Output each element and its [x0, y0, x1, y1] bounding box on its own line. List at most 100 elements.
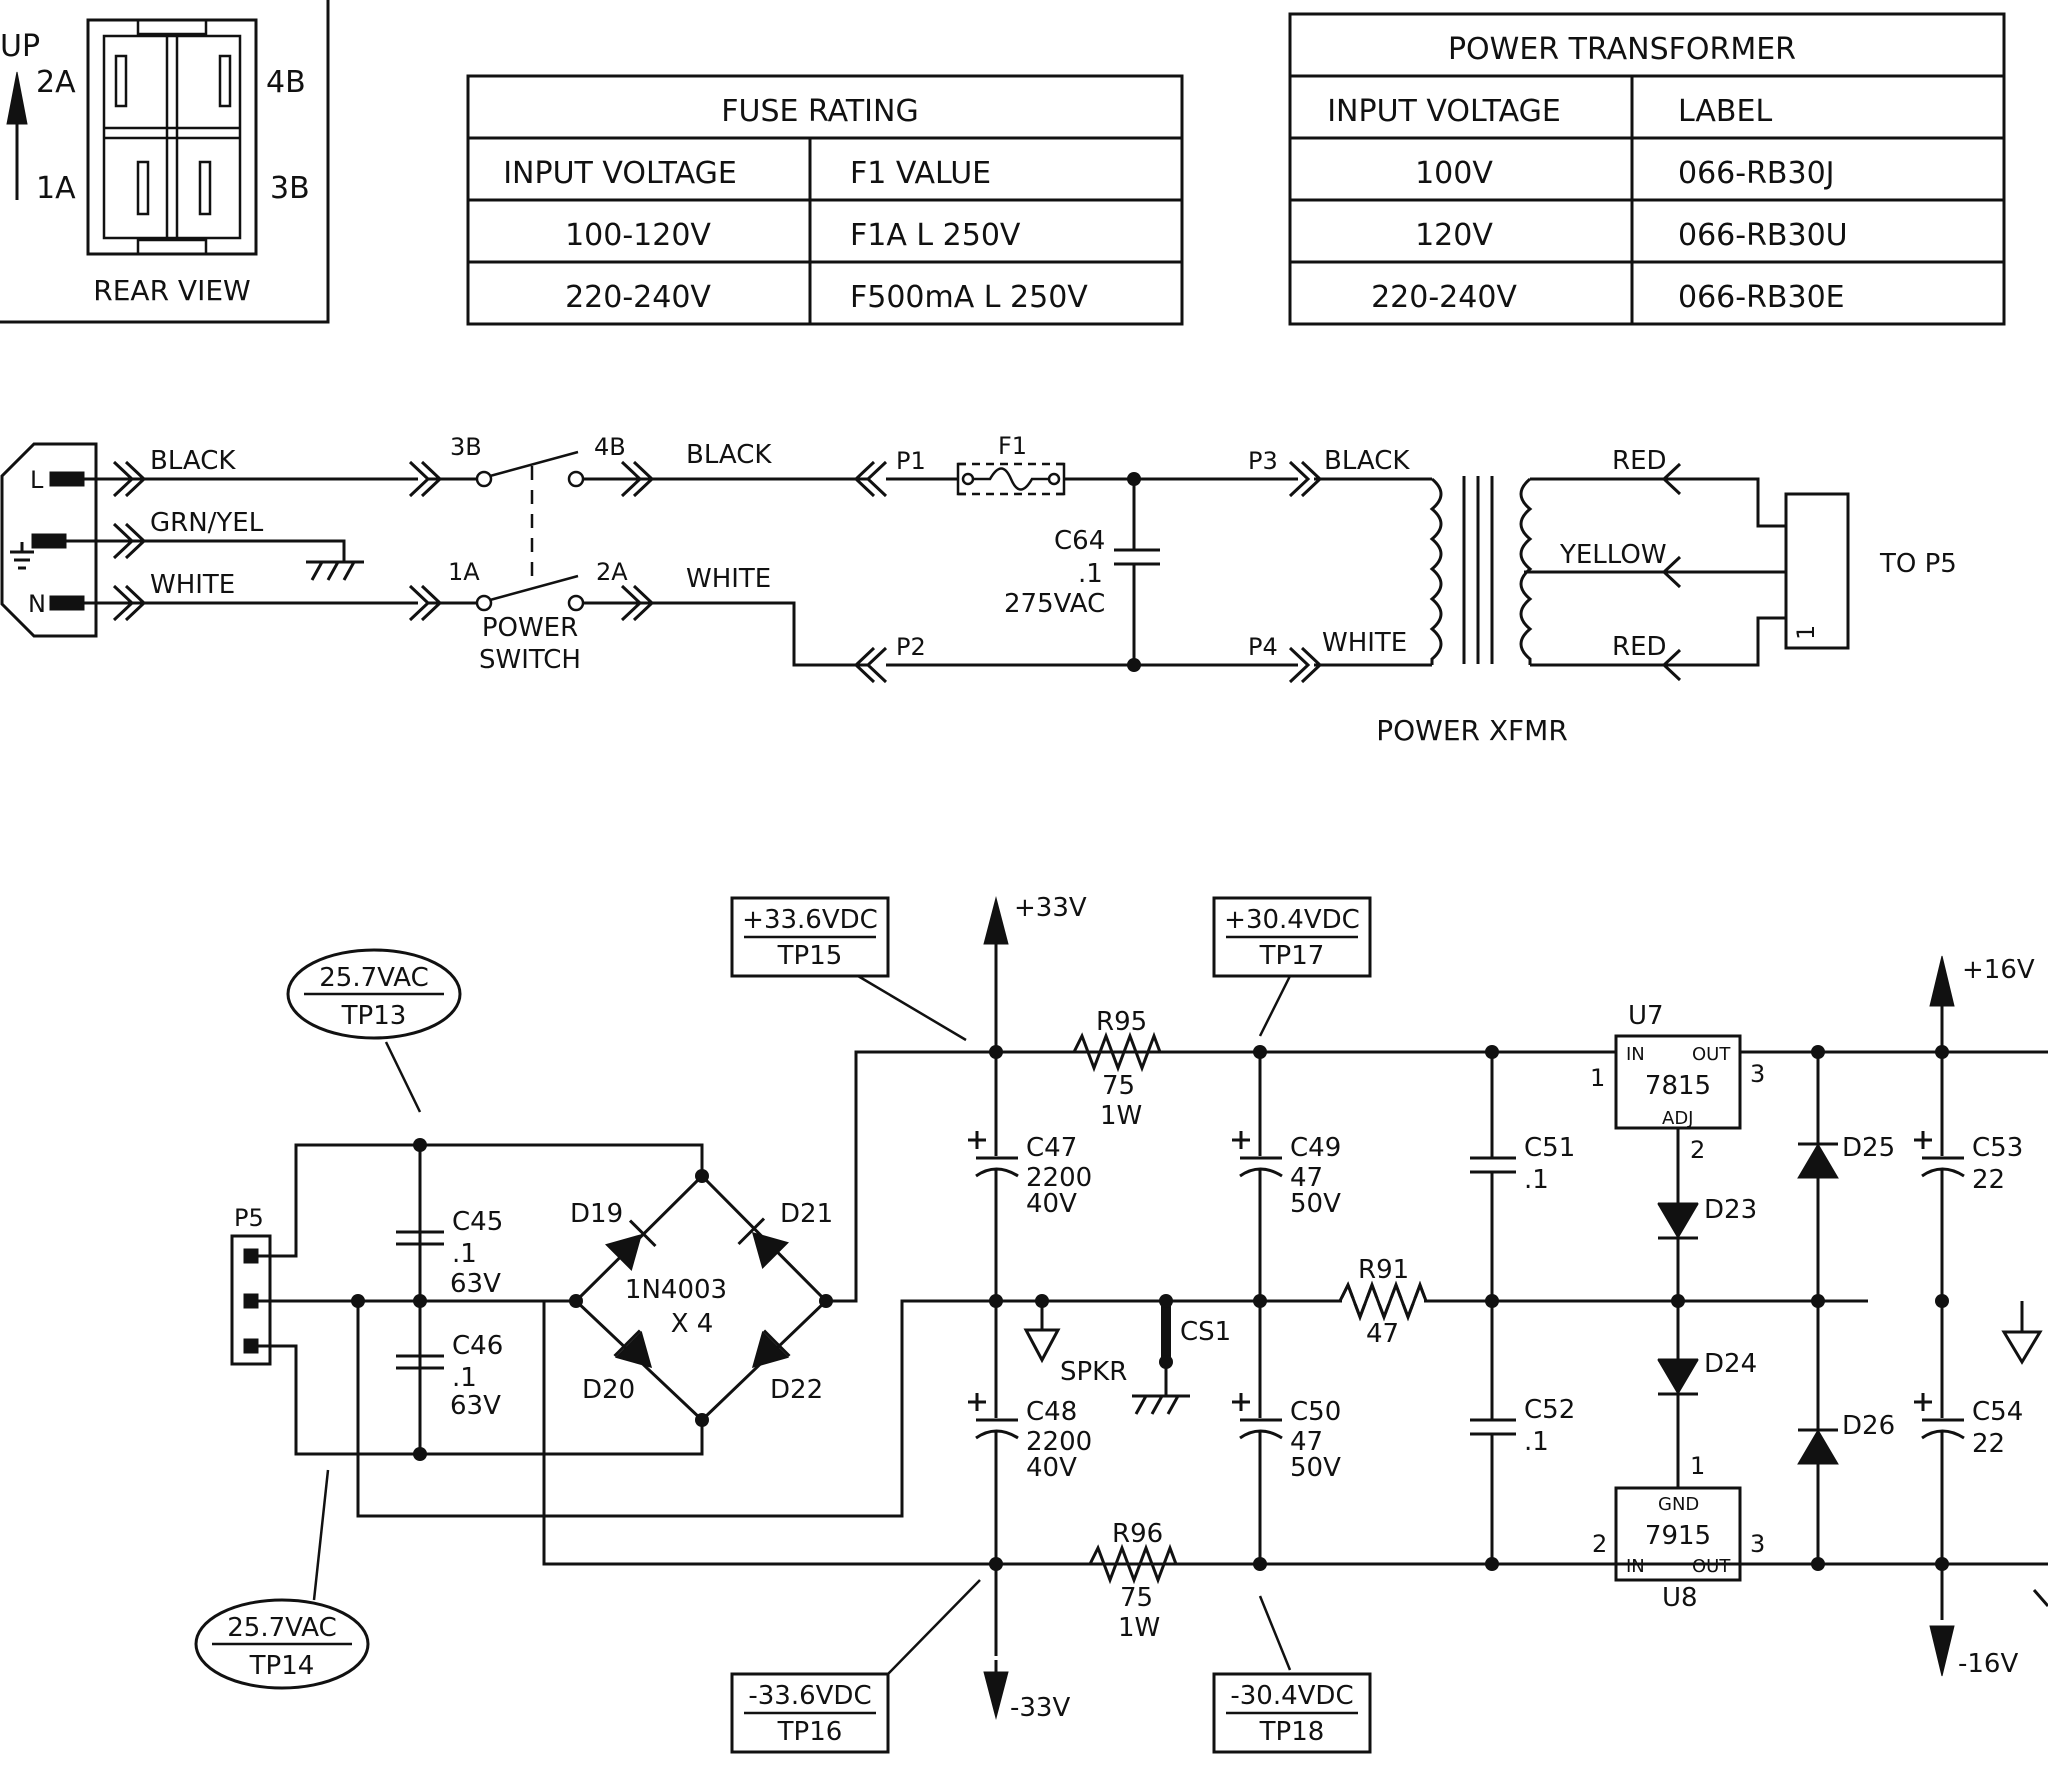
rail-minus16-label: -16V: [1958, 1649, 2018, 1679]
c64-value: .1: [1078, 559, 1103, 589]
u8-in-label: IN: [1626, 1556, 1645, 1577]
switch-label-line1: POWER: [482, 613, 578, 643]
c51-value: .1: [1524, 1165, 1549, 1195]
tp16-value: -33.6VDC: [748, 1681, 871, 1711]
r95-name: R95: [1096, 1007, 1147, 1037]
bridge-rectifier-icon: [573, 1173, 829, 1423]
tp13-value: 25.7VAC: [319, 963, 429, 993]
r96-name: R96: [1112, 1519, 1163, 1549]
to-p5-label: TO P5: [1879, 549, 1957, 579]
u7-in-label: IN: [1626, 1044, 1645, 1065]
out-white-label: WHITE: [686, 564, 771, 594]
c64-name: C64: [1054, 526, 1105, 556]
sw-2a-label: 2A: [596, 558, 628, 586]
d26-diode-icon: [1797, 1429, 1839, 1465]
p1-label: P1: [896, 447, 926, 475]
u8-label: U8: [1662, 1583, 1698, 1613]
tp15-name: TP15: [777, 941, 843, 971]
spkr-label: SPKR: [1060, 1357, 1127, 1387]
tp18-value: -30.4VDC: [1230, 1681, 1353, 1711]
switch-body-icon: [86, 18, 258, 256]
r91-name: R91: [1358, 1255, 1409, 1285]
c50-value: 47: [1290, 1427, 1323, 1457]
c53-name: C53: [1972, 1133, 2023, 1163]
up-arrow-icon: [6, 71, 28, 125]
p3-label: P3: [1248, 447, 1278, 475]
out-black-label: BLACK: [686, 440, 772, 470]
dc-supply-section: P5 C45 .1 63V C46 .1 63V 25.7VAC TP13 25…: [194, 893, 2048, 1754]
rail-plus16-arrow-icon: [1929, 955, 1955, 1007]
p4-label: P4: [1248, 633, 1278, 661]
f1-label: F1: [998, 432, 1027, 460]
c47-value: 2200: [1026, 1163, 1092, 1193]
rear-view-caption: REAR VIEW: [93, 274, 250, 307]
rail-minus16-arrow-icon: [1929, 1625, 1955, 1677]
c48-name: C48: [1026, 1397, 1077, 1427]
sec-yellow-label: YELLOW: [1559, 540, 1667, 570]
xfmr-header-label: LABEL: [1678, 94, 1772, 129]
tp13-name: TP13: [341, 1001, 407, 1031]
bridge-qty-label: X 4: [671, 1309, 714, 1339]
c54-name: C54: [1972, 1397, 2023, 1427]
power-transformer-icon: [1429, 476, 1533, 665]
rail-minus33-label: -33V: [1010, 1693, 1070, 1723]
plug-l-label: L: [30, 466, 44, 494]
sw-1a-label: 1A: [448, 558, 480, 586]
switch-label-line2: SWITCH: [479, 645, 581, 675]
c52-name: C52: [1524, 1395, 1575, 1425]
r96-power: 1W: [1118, 1613, 1160, 1643]
conn-pin-label: 1: [1792, 625, 1820, 640]
fuse-row2-voltage: 220-240V: [565, 280, 711, 315]
pin-4b-label: 4B: [266, 65, 306, 100]
cs1-label: CS1: [1180, 1317, 1231, 1347]
p3-wire-label: BLACK: [1324, 446, 1410, 476]
c51-name: C51: [1524, 1133, 1575, 1163]
tp14-value: 25.7VAC: [227, 1613, 337, 1643]
d19-label: D19: [570, 1199, 623, 1229]
sec-red-bot-label: RED: [1612, 632, 1667, 662]
d21-label: D21: [780, 1199, 833, 1229]
pin-2a-label: 2A: [36, 65, 76, 100]
tp15-value: +33.6VDC: [742, 905, 878, 935]
power-switch-icon: [475, 450, 585, 612]
xfmr-row1-voltage: 100V: [1415, 156, 1493, 191]
r95-value: 75: [1102, 1071, 1135, 1101]
sw-3b-label: 3B: [450, 433, 482, 461]
plug-n-label: N: [28, 590, 46, 618]
xfmr-row3-label: 066-RB30E: [1678, 280, 1845, 315]
c53-value: 22: [1972, 1165, 2005, 1195]
u8-regulator-icon: [1614, 1486, 1742, 1582]
c54-value: 22: [1972, 1429, 2005, 1459]
wire-white-label: WHITE: [150, 570, 235, 600]
xfmr-label: POWER XFMR: [1376, 714, 1568, 747]
u7-adj-label: ADJ: [1662, 1108, 1693, 1129]
u7-pin2-label: 2: [1690, 1136, 1705, 1164]
wire-grn-label: GRN/YEL: [150, 508, 264, 538]
d26-label: D26: [1842, 1411, 1895, 1441]
tp18-name: TP18: [1259, 1717, 1325, 1747]
d23-diode-icon: [1657, 1203, 1699, 1239]
u8-gnd-label: GND: [1658, 1494, 1699, 1515]
c49-voltage: 50V: [1290, 1189, 1341, 1219]
c46-voltage: 63V: [450, 1391, 501, 1421]
u7-out-label: OUT: [1692, 1044, 1731, 1065]
tp16-name: TP16: [777, 1717, 843, 1747]
rail-plus33-label: +33V: [1014, 893, 1087, 923]
fuse-header-input: INPUT VOLTAGE: [503, 156, 737, 191]
fuse-row1-voltage: 100-120V: [565, 218, 711, 253]
iec-inlet-icon: [0, 442, 98, 638]
c50-voltage: 50V: [1290, 1453, 1341, 1483]
fuse-table-title: FUSE RATING: [721, 94, 918, 129]
c47-voltage: 40V: [1026, 1189, 1077, 1219]
up-label: UP: [0, 29, 40, 64]
u7-label: U7: [1628, 1001, 1664, 1031]
r96-value: 75: [1120, 1583, 1153, 1613]
d24-diode-icon: [1657, 1359, 1699, 1395]
rail-plus16-label: +16V: [1962, 955, 2035, 985]
r91-value: 47: [1366, 1319, 1399, 1349]
pin-3b-label: 3B: [270, 171, 310, 206]
u7-pin3-label: 3: [1750, 1060, 1765, 1088]
c47-name: C47: [1026, 1133, 1077, 1163]
rear-view-panel: UP 2A 1A 4B 3B REAR VIEW: [0, 0, 330, 324]
